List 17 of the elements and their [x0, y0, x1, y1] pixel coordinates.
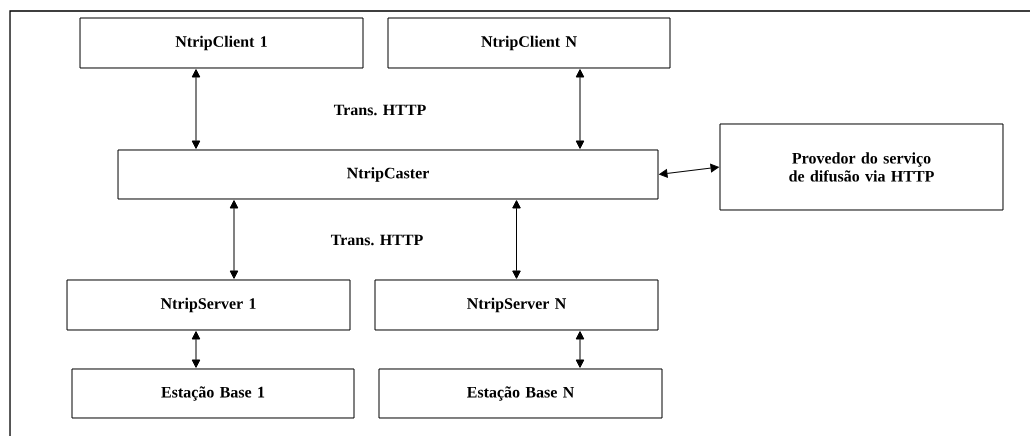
base-station-box: Estação Base N [378, 368, 663, 419]
double-arrow [229, 200, 239, 279]
connection-label: Trans. HTTP [333, 104, 426, 116]
server-box: NtripServer N [374, 279, 659, 331]
provider-box: Provedor do serviço de difusão via HTTP [719, 123, 1004, 211]
double-arrow [512, 200, 521, 279]
double-arrow [191, 331, 201, 368]
server-box: NtripServer 1 [66, 279, 351, 331]
client-box: NtripClient 1 [79, 17, 364, 69]
double-arrow [575, 69, 585, 149]
double-arrow [191, 69, 201, 149]
client-box: NtripClient N [387, 17, 671, 69]
double-arrow [659, 163, 719, 178]
connection-label: Trans. HTTP [330, 234, 423, 246]
caster-box: NtripCaster [117, 149, 659, 200]
double-arrow [575, 331, 585, 368]
base-station-box: Estação Base 1 [71, 368, 355, 419]
